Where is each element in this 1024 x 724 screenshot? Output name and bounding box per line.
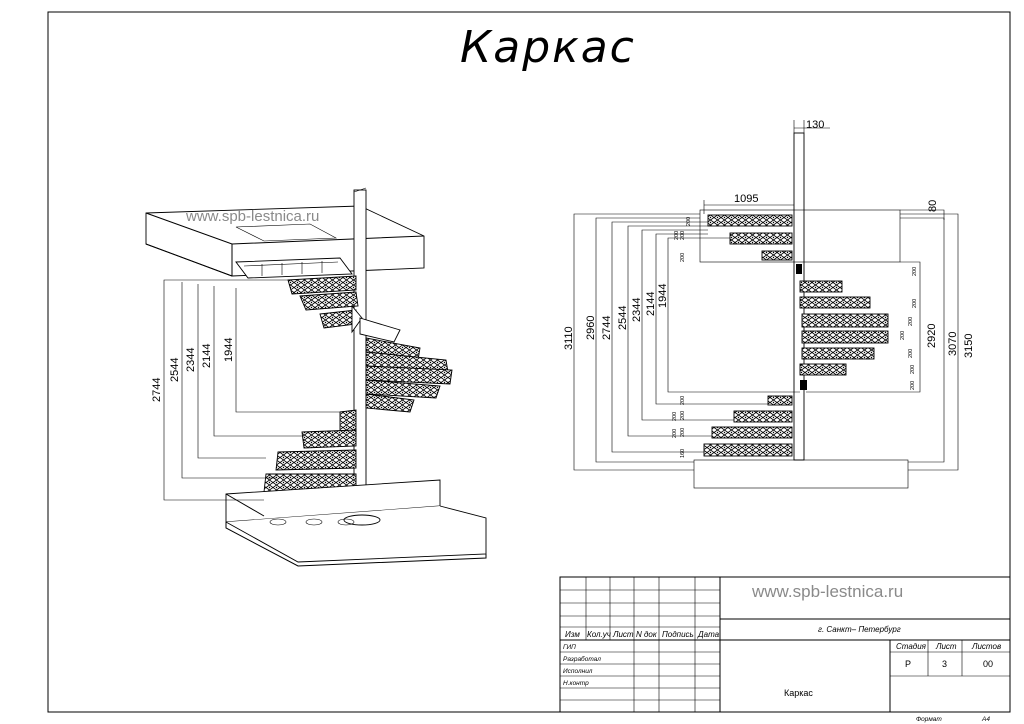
rise-right-1: 200 bbox=[912, 299, 918, 308]
header-podpis: Подпись bbox=[662, 630, 694, 639]
side-treads-lower bbox=[703, 395, 793, 457]
side-dim-2344: 2344 bbox=[631, 298, 643, 322]
rise-lower-3: 200 bbox=[680, 411, 686, 420]
rise-first: 160 bbox=[680, 449, 686, 458]
rise-right-3: 200 bbox=[900, 331, 906, 340]
side-dim-3150: 3150 bbox=[963, 334, 975, 358]
rise-upper-2: 200 bbox=[674, 231, 680, 240]
format-value: А4 bbox=[981, 716, 990, 723]
stage-value: Р bbox=[905, 659, 911, 669]
side-dim-2544: 2544 bbox=[617, 306, 629, 330]
role-n-control: Н.контр bbox=[563, 680, 589, 687]
rise-right-0: 200 bbox=[912, 267, 918, 276]
side-view: 130 1095 bbox=[563, 119, 975, 489]
iso-bottom-platform bbox=[225, 479, 487, 567]
side-dim-1095: 1095 bbox=[734, 193, 758, 205]
iso-watermark: www.spb-lestnica.ru bbox=[185, 208, 319, 225]
rise-right-6: 200 bbox=[910, 381, 916, 390]
rise-lower-2: 200 bbox=[680, 428, 686, 437]
header-n-dok: N док bbox=[636, 630, 658, 639]
side-slab bbox=[699, 209, 901, 263]
side-floor bbox=[693, 459, 909, 489]
sheet-frame bbox=[47, 11, 1011, 713]
rise-right-2: 200 bbox=[908, 317, 914, 326]
role-executed: Исполнил bbox=[563, 668, 593, 675]
side-dim-3110: 3110 bbox=[563, 326, 575, 350]
page-title: Каркас bbox=[460, 22, 636, 73]
iso-central-pole bbox=[353, 189, 367, 521]
header-kol-uch: Кол.уч bbox=[587, 630, 611, 639]
iso-dim-1944: 1944 bbox=[223, 338, 235, 362]
rise-lower-4: 200 bbox=[672, 429, 678, 438]
iso-dim-2744: 2744 bbox=[151, 378, 163, 402]
rise-lower-1: 200 bbox=[672, 412, 678, 421]
rise-right-4: 200 bbox=[908, 349, 914, 358]
side-dim-2144: 2144 bbox=[645, 292, 657, 316]
side-central-pole bbox=[793, 132, 805, 461]
side-dim-3070: 3070 bbox=[947, 332, 959, 356]
iso-view: www.spb-lestnica.ru bbox=[145, 187, 487, 567]
role-gip: ГИП bbox=[563, 644, 576, 651]
rise-upper-3: 200 bbox=[680, 253, 686, 262]
sheets-value: 00 bbox=[983, 659, 993, 669]
side-dim-2960: 2960 bbox=[585, 316, 597, 340]
side-right-dim-lines bbox=[806, 209, 959, 471]
drawing-name: Каркас bbox=[784, 688, 813, 698]
rise-upper-1: 200 bbox=[680, 231, 686, 240]
header-izm: Изм bbox=[565, 630, 580, 639]
sheet-value: 3 bbox=[942, 659, 947, 669]
side-dim-80: 80 bbox=[927, 200, 939, 212]
side-dim-1944: 1944 bbox=[657, 284, 669, 308]
iso-dim-2344: 2344 bbox=[185, 348, 197, 372]
side-dim-130: 130 bbox=[806, 119, 824, 131]
iso-dimension-lines bbox=[163, 279, 340, 501]
stage-label: Стадия bbox=[896, 642, 927, 651]
side-treads-upper bbox=[707, 214, 802, 274]
iso-treads-upper bbox=[287, 275, 453, 413]
side-dim-2920: 2920 bbox=[926, 324, 938, 348]
title-block: www.spb-lestnica.ru Изм Кол.уч Лист N до… bbox=[559, 576, 1011, 723]
sheet-label: Лист bbox=[935, 642, 957, 651]
header-data: Дата bbox=[697, 630, 720, 639]
side-left-dim-lines bbox=[573, 213, 800, 471]
iso-dim-2144: 2144 bbox=[201, 344, 213, 368]
side-treads-right bbox=[799, 280, 889, 390]
format-label: Формат bbox=[916, 716, 942, 723]
role-developed: Разработал bbox=[563, 655, 601, 663]
iso-dim-2544: 2544 bbox=[169, 358, 181, 382]
titleblock-watermark: www.spb-lestnica.ru bbox=[751, 582, 903, 601]
header-list: Лист bbox=[612, 630, 634, 639]
side-dim-2744: 2744 bbox=[601, 316, 613, 340]
rise-upper-0: 200 bbox=[686, 217, 692, 226]
sheets-label: Листов bbox=[971, 642, 1001, 651]
rise-right-5: 200 bbox=[910, 365, 916, 374]
city: г. Санкт– Петербург bbox=[818, 625, 901, 634]
rise-lower-0: 200 bbox=[680, 396, 686, 405]
